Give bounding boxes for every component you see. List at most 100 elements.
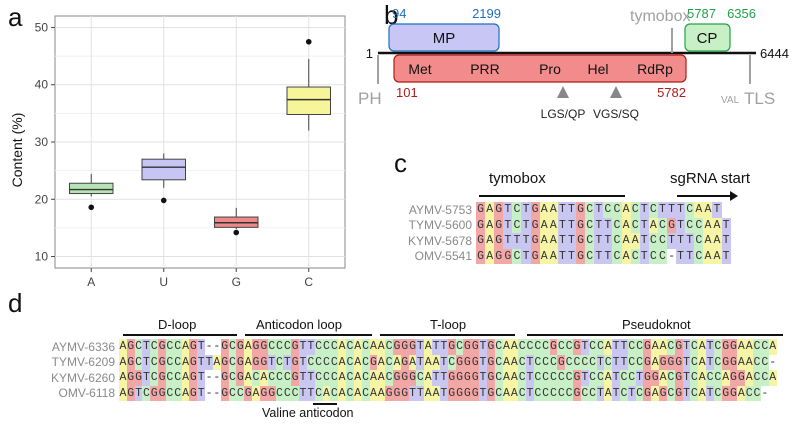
nucleotide: C xyxy=(630,217,640,233)
nucleotide: A xyxy=(259,370,268,386)
nucleotide: T xyxy=(479,370,487,386)
outlier-point xyxy=(305,38,312,45)
nucleotide: G xyxy=(494,248,504,264)
nucleotide: T xyxy=(306,339,315,355)
nucleotide: C xyxy=(150,370,159,386)
nucleotide: A xyxy=(698,354,707,370)
nucleotide: G xyxy=(259,385,268,401)
nucleotide: T xyxy=(503,233,513,249)
nucleotide: C xyxy=(142,385,151,401)
nucleotide: C xyxy=(753,354,761,370)
dloop-bar xyxy=(123,334,237,336)
nucleotide: A xyxy=(502,370,511,386)
y-tick-label: 10 xyxy=(35,250,49,264)
nucleotide: C xyxy=(713,385,722,401)
sequence-label: OMV-5541 xyxy=(414,249,472,264)
nucleotide: G xyxy=(666,354,675,370)
nucleotide: T xyxy=(594,248,604,264)
nucleotide: G xyxy=(447,370,456,386)
nucleotide: C xyxy=(596,339,605,355)
nucleotide: A xyxy=(369,385,378,401)
nucleotide: C xyxy=(706,370,714,386)
nucleotide: A xyxy=(181,385,190,401)
nucleotide: G xyxy=(486,354,495,370)
nucleotide: T xyxy=(666,233,677,249)
nucleotide: T xyxy=(526,354,534,370)
nucleotide: T xyxy=(706,385,714,401)
nucleotide: T xyxy=(685,233,695,249)
tloop-bar xyxy=(380,334,515,336)
nucleotide: T xyxy=(612,339,620,355)
nucleotide: C xyxy=(346,354,354,370)
nucleotide: G xyxy=(189,370,198,386)
nucleotide: T xyxy=(594,233,604,249)
nucleotide: T xyxy=(197,385,206,401)
genome-map: 1 6444 MP 94 2199 tymobox CP 5787 6356 M… xyxy=(358,6,789,121)
nucleotide: C xyxy=(627,370,636,386)
nucleotide: G xyxy=(408,370,417,386)
y-tick-label: 50 xyxy=(35,20,49,34)
nucleotide: C xyxy=(173,354,182,370)
nucleotide: C xyxy=(275,354,284,370)
nucleotide: C xyxy=(267,370,276,386)
y-tick-label: 40 xyxy=(35,78,49,92)
nucleotide: C xyxy=(518,370,527,386)
nucleotide: C xyxy=(150,354,159,370)
nucleotide: G xyxy=(291,339,300,355)
nucleotide: G xyxy=(259,354,268,370)
nucleotide: C xyxy=(533,354,542,370)
nucleotide: T xyxy=(512,233,522,249)
nucleotide: - xyxy=(668,249,675,263)
nucleotide: T xyxy=(580,339,589,355)
nucleotide: A xyxy=(119,370,127,386)
nucleotide: A xyxy=(539,202,549,218)
nucleotide: C xyxy=(603,202,613,218)
nucleotide: G xyxy=(392,339,401,355)
nucleotide: G xyxy=(643,354,652,370)
nucleotide: C xyxy=(635,385,644,401)
nucleotide: A xyxy=(712,248,722,264)
panel-letter-b: b xyxy=(384,0,399,30)
nucleotide: C xyxy=(228,354,237,370)
nucleotide: A xyxy=(745,370,754,386)
nucleotide: - xyxy=(213,340,221,353)
nucleotide: G xyxy=(392,385,401,401)
nucleotide: G xyxy=(486,339,495,355)
nucleotide: A xyxy=(485,233,495,249)
nucleotide: G xyxy=(455,370,464,386)
nucleotide: G xyxy=(494,202,504,218)
nucleotide: T xyxy=(432,339,440,355)
nucleotide: C xyxy=(585,233,595,249)
boxplot-grid xyxy=(54,15,346,269)
nucleotide: C xyxy=(620,385,628,401)
nucleotide: C xyxy=(165,385,174,401)
nucleotide: C xyxy=(612,233,622,249)
y-tick-label: 30 xyxy=(35,135,49,149)
domain-hel: Hel xyxy=(587,61,608,77)
nucleotide: G xyxy=(573,385,581,401)
nucleotide: C xyxy=(685,217,695,233)
sequence-label: OMV-6118 xyxy=(58,386,115,401)
nucleotide: C xyxy=(630,248,640,264)
nucleotide: G xyxy=(476,233,486,249)
nucleotide: T xyxy=(299,370,307,386)
nucleotide: C xyxy=(557,370,566,386)
nucleotide: C xyxy=(150,339,159,355)
nucleotide: G xyxy=(447,385,456,401)
nucleotide: C xyxy=(541,354,550,370)
nucleotide: A xyxy=(737,354,746,370)
nucleotide: T xyxy=(479,385,487,401)
nucleotide: T xyxy=(685,248,695,264)
nucleotide: T xyxy=(603,217,613,233)
sgrna-arrow-icon xyxy=(730,191,738,201)
nucleotide: C xyxy=(753,385,761,401)
genome-end-label: 6444 xyxy=(760,46,789,61)
nucleotide: C xyxy=(314,339,323,355)
nucleotide: C xyxy=(585,217,595,233)
nucleotide: C xyxy=(630,202,640,218)
nucleotide: G xyxy=(471,339,480,355)
